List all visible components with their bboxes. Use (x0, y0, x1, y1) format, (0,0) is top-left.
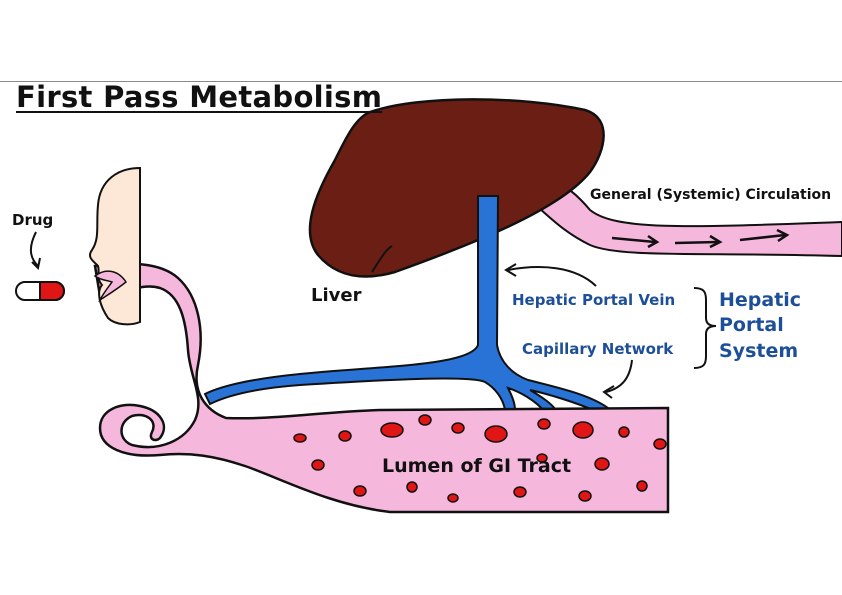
gi-tract (93, 262, 670, 514)
capillary-network-label: Capillary Network (522, 340, 674, 358)
hepatic-portal-system-label-line3: System (719, 340, 799, 362)
hepatic-portal-vein-label: Hepatic Portal Vein (512, 291, 676, 309)
general-circulation-label: General (Systemic) Circulation (590, 187, 832, 203)
top-divider (0, 81, 842, 82)
hepatic-portal-system-label-line1: Hepatic (719, 289, 802, 311)
face-profile (88, 166, 141, 326)
drug-capsule-icon (15, 281, 65, 301)
lumen-label: Lumen of GI Tract (382, 455, 572, 477)
page-title: First Pass Metabolism (16, 80, 383, 114)
capillary-arrowhead (602, 385, 615, 399)
blood-cells (293, 414, 667, 503)
capillary-pointer-arrow (605, 359, 633, 393)
drug-arrowhead (31, 257, 41, 271)
portal-system-brace (693, 287, 717, 369)
drug-label: Drug (12, 211, 54, 229)
liver-label: Liver (311, 285, 362, 306)
liver-lobe-line (371, 245, 393, 273)
hpv-pointer-arrow (507, 266, 597, 287)
hepatic-portal-system-label-line2: Portal (719, 314, 784, 336)
drug-arrow-icon (30, 231, 39, 267)
hpv-arrowhead (504, 263, 517, 277)
mouth (93, 270, 128, 303)
circulation-flow-arrows (611, 228, 790, 249)
liver-shape (308, 98, 605, 278)
